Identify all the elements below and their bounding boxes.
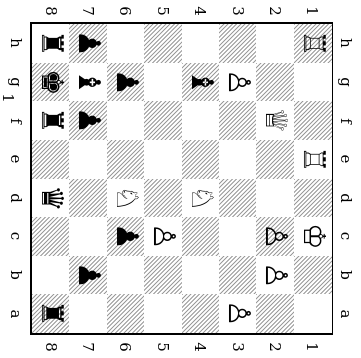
file-label-c-right: c	[336, 226, 356, 246]
white-pawn-c2[interactable]: ♙	[256, 218, 295, 255]
square-b6[interactable]	[107, 256, 145, 295]
square-b4[interactable]	[182, 256, 220, 295]
black-queen-d8[interactable]: ♛	[31, 179, 70, 216]
black-pawn-c6[interactable]: ♟	[106, 218, 145, 255]
rank-label-5-top: 5	[153, 1, 173, 21]
square-a6[interactable]	[107, 294, 145, 333]
black-king-g8[interactable]: ♚	[31, 63, 70, 100]
file-label-f-right: f	[336, 111, 356, 131]
rank-label-1-bottom: 1	[302, 337, 322, 357]
black-pawn-g6[interactable]: ♟	[106, 63, 145, 100]
square-h3[interactable]	[219, 24, 257, 63]
square-b3[interactable]	[219, 256, 257, 295]
rank-label-4-top: 4	[190, 1, 210, 21]
square-g1[interactable]	[294, 63, 332, 102]
rank-label-8-bottom: 8	[41, 337, 61, 357]
white-pawn-g3[interactable]: ♙	[218, 63, 257, 100]
black-rook-a8[interactable]: ♜	[31, 295, 70, 332]
rank-label-4-bottom: 4	[190, 337, 210, 357]
black-bishop-g7[interactable]: ♝	[69, 63, 108, 100]
rank-label-3-bottom: 3	[228, 337, 248, 357]
square-e6[interactable]	[107, 140, 145, 179]
square-a2[interactable]	[256, 294, 294, 333]
black-bishop-g4[interactable]: ♝	[181, 63, 220, 100]
rank-label-7-top: 7	[78, 1, 98, 21]
square-f4[interactable]	[182, 101, 220, 140]
square-c4[interactable]	[182, 217, 220, 256]
square-c3[interactable]	[219, 217, 257, 256]
white-rook-h1[interactable]: ♖	[293, 25, 332, 62]
white-pawn-b2[interactable]: ♙	[256, 256, 295, 293]
file-label-g-right: g	[336, 72, 356, 92]
square-e8[interactable]	[32, 140, 70, 179]
rank-label-1-top: 1	[302, 1, 322, 21]
white-knight-d4[interactable]: ♘	[181, 179, 220, 216]
white-queen-f2[interactable]: ♕	[256, 102, 295, 139]
white-rook-e1[interactable]: ♖	[293, 141, 332, 178]
black-rook-h8[interactable]: ♜	[31, 25, 70, 62]
square-h5[interactable]	[144, 24, 182, 63]
file-label-a-right: a	[336, 304, 356, 324]
square-h6[interactable]	[107, 24, 145, 63]
rank-label-6-bottom: 6	[115, 337, 135, 357]
rank-label-6-top: 6	[115, 1, 135, 21]
file-label-d-left: d	[6, 188, 26, 208]
square-b5[interactable]	[144, 256, 182, 295]
square-c8[interactable]	[32, 217, 70, 256]
file-label-a-left: a	[6, 304, 26, 324]
file-label-d-right: d	[336, 188, 356, 208]
rank-label-2-top: 2	[265, 1, 285, 21]
square-d1[interactable]	[294, 179, 332, 218]
black-pawn-f7[interactable]: ♟	[69, 102, 108, 139]
rank-label-3-top: 3	[228, 1, 248, 21]
square-c7[interactable]	[69, 217, 107, 256]
square-a5[interactable]	[144, 294, 182, 333]
square-d3[interactable]	[219, 179, 257, 218]
square-a4[interactable]	[182, 294, 220, 333]
square-e3[interactable]	[219, 140, 257, 179]
square-g2[interactable]	[256, 63, 294, 102]
square-a1[interactable]	[294, 294, 332, 333]
white-knight-d6[interactable]: ♘	[106, 179, 145, 216]
file-label-h-right: h	[336, 33, 356, 53]
square-f5[interactable]	[144, 101, 182, 140]
rank-label-5-bottom: 5	[153, 337, 173, 357]
square-e4[interactable]	[182, 140, 220, 179]
rank-label-8-top: 8	[41, 1, 61, 21]
file-label-b-left: b	[6, 265, 26, 285]
square-e5[interactable]	[144, 140, 182, 179]
square-h2[interactable]	[256, 24, 294, 63]
white-pawn-c5[interactable]: ♙	[144, 218, 183, 255]
file-label-e-left: e	[6, 149, 26, 169]
square-f3[interactable]	[219, 101, 257, 140]
black-pawn-h7[interactable]: ♟	[69, 25, 108, 62]
file-label-h-left: h	[6, 33, 26, 53]
square-b8[interactable]	[32, 256, 70, 295]
square-g5[interactable]	[144, 63, 182, 102]
file-label-e-right: e	[336, 149, 356, 169]
white-pawn-a3[interactable]: ♙	[218, 295, 257, 332]
rank-label-7-bottom: 7	[78, 337, 98, 357]
square-f6[interactable]	[107, 101, 145, 140]
file-label-b-right: b	[336, 265, 356, 285]
square-b1[interactable]	[294, 256, 332, 295]
black-pawn-b7[interactable]: ♟	[69, 256, 108, 293]
file-label-c-left: c	[6, 226, 26, 246]
black-rook-f8[interactable]: ♜	[31, 102, 70, 139]
chess-board[interactable]: ♜♚♜♛♜♟♝♟♟♟♘♟♙♝♘♙♙♕♙♙♖♖♔	[30, 22, 333, 335]
square-d5[interactable]	[144, 179, 182, 218]
rank-label-2-bottom: 2	[265, 337, 285, 357]
square-f1[interactable]	[294, 101, 332, 140]
turn-marker: 1	[0, 88, 18, 108]
square-d2[interactable]	[256, 179, 294, 218]
square-e7[interactable]	[69, 140, 107, 179]
file-label-f-left: f	[6, 111, 26, 131]
square-h4[interactable]	[182, 24, 220, 63]
square-d7[interactable]	[69, 179, 107, 218]
square-e2[interactable]	[256, 140, 294, 179]
white-king-c1[interactable]: ♔	[293, 218, 332, 255]
square-a7[interactable]	[69, 294, 107, 333]
